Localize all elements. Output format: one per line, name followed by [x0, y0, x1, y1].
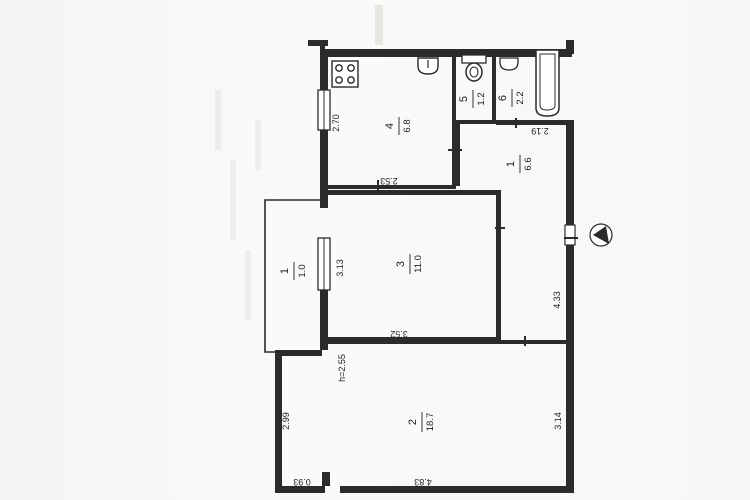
room-label-2: 2 18.7: [407, 412, 436, 432]
outer-walls: [275, 40, 574, 493]
room-area: 1.2: [476, 92, 487, 105]
room-number: 2: [407, 419, 419, 425]
room-label-balcony: 1 1.0: [279, 262, 308, 280]
room-label-1: 1 6.6: [505, 155, 534, 173]
bleed-through-text: [215, 5, 383, 320]
room-area: 6.8: [402, 119, 413, 132]
dimension-4-33: 4.33: [552, 291, 562, 309]
room-area: 18.7: [425, 413, 436, 432]
room-area: 6.6: [523, 157, 534, 170]
ceiling-height-label: h=2.55: [337, 354, 347, 382]
dimension-3-13: 3.13: [335, 259, 345, 277]
room-area: 11.0: [413, 255, 424, 273]
room-number: 6: [497, 95, 509, 101]
dimension-2-70: 2.70: [331, 114, 341, 132]
dimension-3-52: 3.52: [390, 329, 408, 339]
dimension-2-99: 2.99: [281, 412, 291, 430]
kitchen-sink-icon: [417, 57, 439, 75]
door-marks: [377, 118, 578, 346]
room-label-4: 4 6.8: [384, 117, 413, 135]
room-number: 1: [505, 161, 517, 167]
room-label-5: 5 1.2: [458, 90, 487, 108]
toilet-icon: [461, 54, 487, 82]
orientation-mark-icon: [589, 223, 613, 247]
interior-walls: [322, 57, 574, 344]
bathtub-icon: [535, 49, 560, 117]
window-marks: [317, 89, 576, 291]
room-number: 5: [458, 96, 470, 102]
dimension-3-14: 3.14: [553, 412, 563, 430]
room-number: 4: [384, 123, 396, 129]
room-number: 3: [395, 261, 407, 267]
room-area: 1.0: [297, 264, 308, 277]
room-number: 1: [279, 268, 291, 274]
washbasin-icon: [499, 57, 519, 71]
room-label-3: 3 11.0: [395, 254, 424, 274]
dimension-2-53: 2.53: [380, 176, 398, 186]
balcony: [264, 199, 322, 353]
room-area: 2.2: [515, 91, 526, 104]
dimension-4-83: 4.83: [414, 477, 432, 487]
dimension-2-19: 2.19: [531, 126, 549, 136]
stove-icon: [331, 60, 359, 88]
room-label-6: 6 2.2: [497, 89, 526, 107]
dimension-0-93: 0.93: [293, 477, 311, 487]
